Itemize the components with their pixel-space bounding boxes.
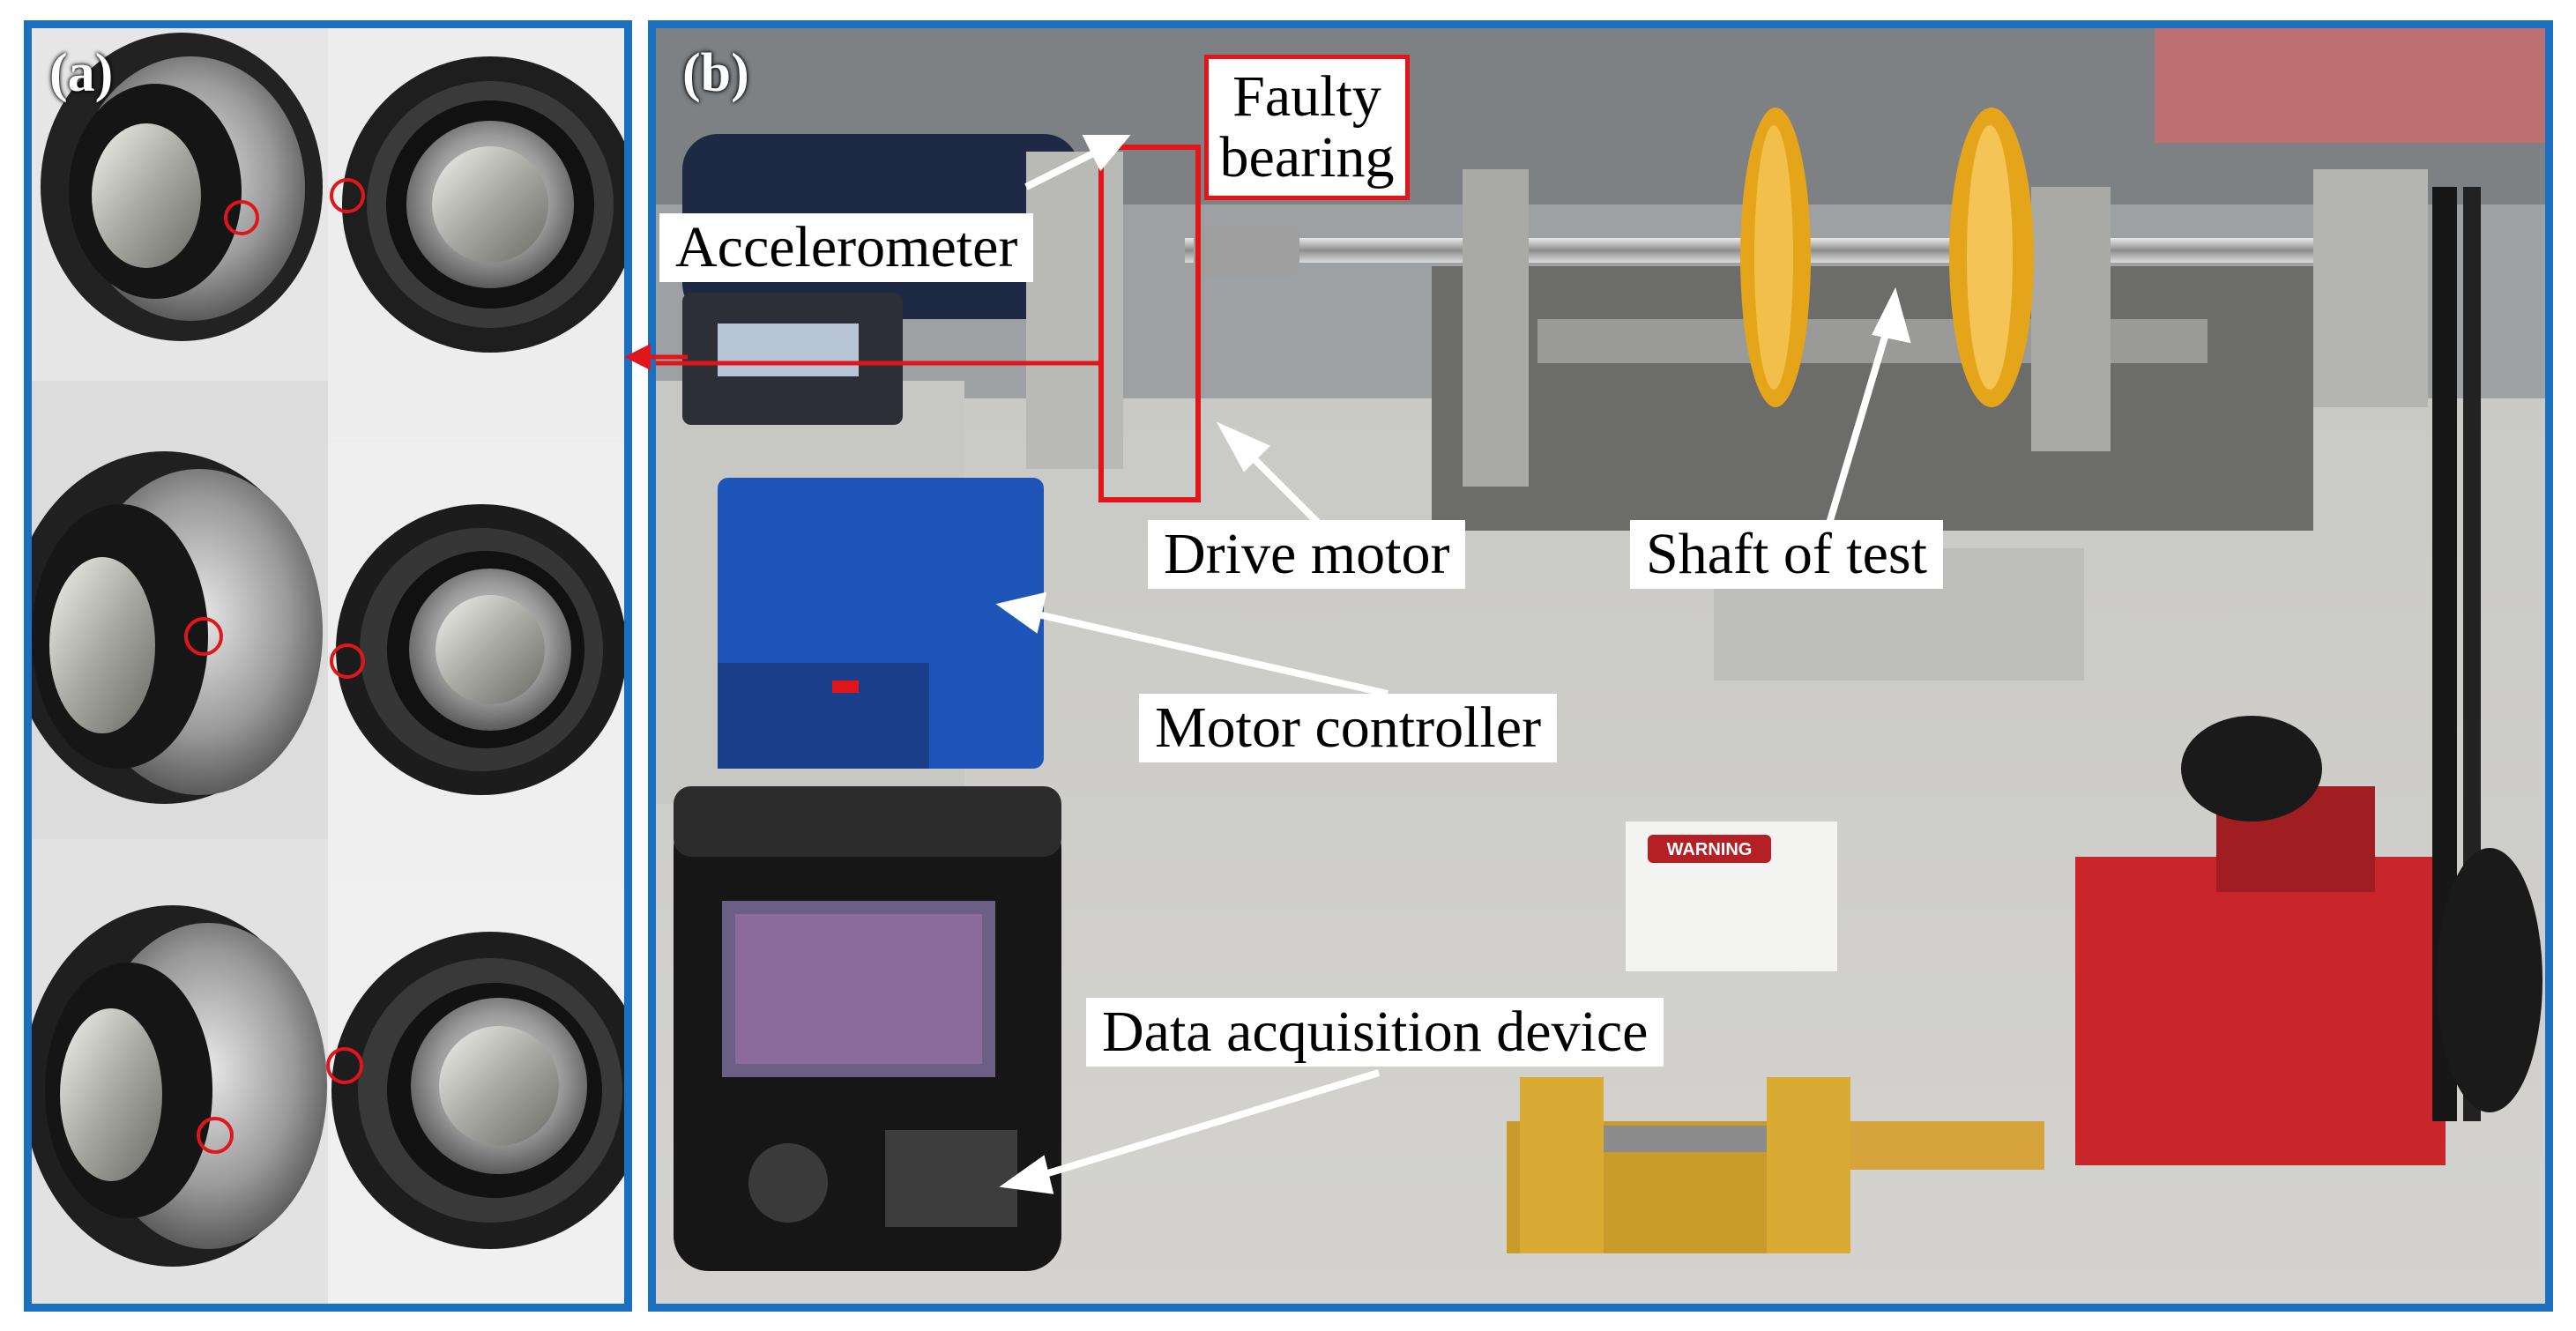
rotor-disc [1949, 108, 2034, 407]
shaft-arrow [1825, 317, 1894, 528]
shaft-arrowhead [1872, 286, 1911, 344]
data-acquisition-device [674, 786, 1061, 1271]
bearing-photo [330, 56, 624, 353]
motor-controller-label: Motor controller [1139, 694, 1558, 762]
loading-screw-fixture [1507, 1077, 2044, 1253]
test-rig-photo: WARNING [656, 28, 2545, 1304]
bearing-photo-grid [32, 28, 624, 1304]
bearing-photo [41, 33, 323, 341]
drive-belt [2432, 187, 2542, 1121]
speed-display-screen [718, 323, 859, 376]
bearing-photo [326, 932, 624, 1249]
faulty-bearing-highlight [1098, 145, 1201, 502]
link-arrowhead-to-panel-a [624, 344, 688, 370]
panel-a-letter: (a) [49, 43, 114, 103]
bearing-photo [330, 504, 624, 795]
panel-b-test-rig-photo: WARNING (b) Faulty bearing Accelerometer… [648, 20, 2553, 1312]
warning-sign-text: WARNING [1667, 840, 1753, 859]
rotor-disc [1740, 108, 1811, 407]
accelerometer-arrowhead [1082, 135, 1131, 172]
shaft-of-test-label: Shaft of test [1630, 520, 1943, 589]
callout-arrows [995, 135, 1911, 1194]
faulty-bearing-label-line2: bearing [1219, 125, 1395, 190]
motor-controller-arrowhead [995, 591, 1047, 634]
panel-a-bearing-photos: (a) [24, 20, 632, 1312]
bearing-photo [32, 451, 323, 804]
motor-controller [656, 381, 1044, 804]
drive-motor-label: Drive motor [1148, 520, 1466, 589]
drive-motor-arrowhead [1216, 421, 1270, 472]
panel-b-letter: (b) [682, 43, 749, 103]
bearing-photo [32, 905, 327, 1267]
warning-sign: WARNING [1626, 822, 1837, 971]
faulty-bearing-label: Faulty bearing [1204, 55, 1410, 200]
motor-controller-arrow [1025, 608, 1389, 697]
daq-arrow [1029, 1069, 1381, 1182]
daq-arrowhead [999, 1155, 1054, 1194]
faulty-bearing-label-line1: Faulty [1232, 64, 1381, 129]
accelerometer-label: Accelerometer [659, 213, 1034, 282]
gearbox [2075, 716, 2446, 1165]
data-acquisition-device-label: Data acquisition device [1086, 998, 1664, 1067]
